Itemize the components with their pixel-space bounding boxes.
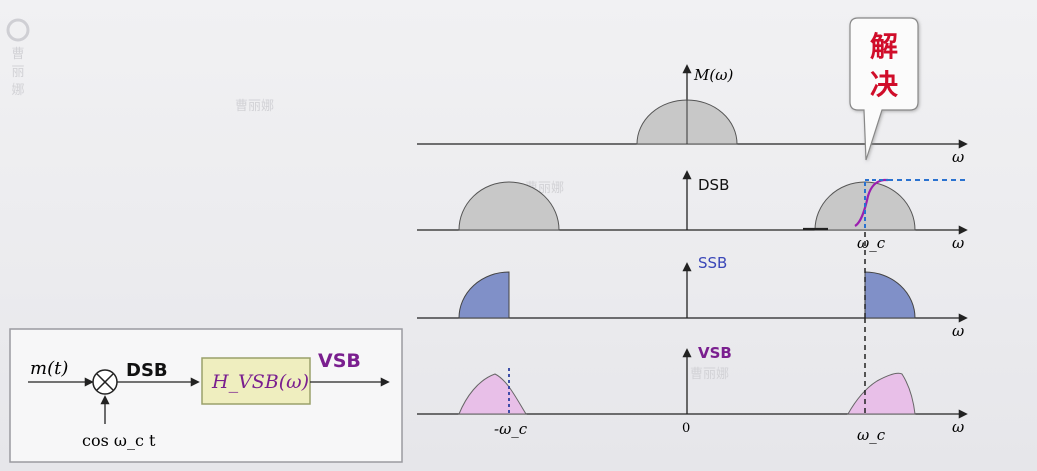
carrier-signal-label: cos ω_c t xyxy=(82,431,156,450)
ssb-spectrum-label: SSB xyxy=(698,254,727,272)
vsb-lower-sideband-shape xyxy=(458,373,527,415)
watermark-logo-icon xyxy=(6,18,30,42)
panel-vsb-spectrum: VSB -ω_c 0 ω_c ω xyxy=(417,318,968,444)
callout-bubble-shape xyxy=(849,17,919,161)
callout-text-line-1: 解 xyxy=(870,30,898,63)
ssb-upper-sideband-shape xyxy=(864,271,916,319)
freq-axis-label: ω xyxy=(952,418,964,436)
dsb-spectrum-label: DSB xyxy=(698,176,729,194)
dsb-lower-sideband-shape xyxy=(458,181,560,231)
vsb-spectrum-label: VSB xyxy=(698,344,732,362)
watermark-text: 曹丽娜 xyxy=(235,99,274,114)
watermark-logo-char-1: 曹 xyxy=(11,47,24,62)
freq-axis-label: ω xyxy=(952,148,964,166)
multiplier-icon xyxy=(92,369,118,395)
watermark-text-3: 曹丽娜 xyxy=(690,367,729,382)
ssb-lower-sideband-shape xyxy=(458,271,510,319)
carrier-freq-label: ω_c xyxy=(857,426,886,444)
callout-bubble: 解 决 xyxy=(849,17,919,161)
message-spectrum-label: M(ω) xyxy=(693,66,733,84)
callout-text-line-2: 决 xyxy=(870,68,898,101)
vsb-filter-label: H_VSB(ω) xyxy=(211,371,309,393)
freq-axis-label: ω xyxy=(952,322,964,340)
panel-message-spectrum: M(ω) ω xyxy=(417,64,968,166)
vsb-output-label: VSB xyxy=(318,350,361,372)
vsb-filter-block xyxy=(201,357,311,405)
vsb-filter-curve xyxy=(854,178,888,227)
neg-carrier-freq-label: -ω_c xyxy=(494,420,528,438)
input-signal-label: m(t) xyxy=(30,358,68,379)
panel-ssb-spectrum: SSB ω xyxy=(417,232,968,340)
carrier-freq-label: ω_c xyxy=(857,234,886,252)
vsb-upper-sideband-shape xyxy=(847,372,916,415)
dsb-signal-label: DSB xyxy=(126,360,168,381)
block-diagram-panel: m(t) cos ω_c t DSB H_VSB(ω) VSB xyxy=(9,328,403,463)
panel-dsb-spectrum: DSB ω_c ω xyxy=(417,170,968,252)
origin-label: 0 xyxy=(682,421,690,436)
watermark-logo-char-2: 丽 xyxy=(11,65,24,80)
watermark-logo: 曹 丽 娜 xyxy=(6,18,30,98)
watermark-logo-char-3: 娜 xyxy=(11,83,24,98)
freq-axis-label: ω xyxy=(952,234,964,252)
